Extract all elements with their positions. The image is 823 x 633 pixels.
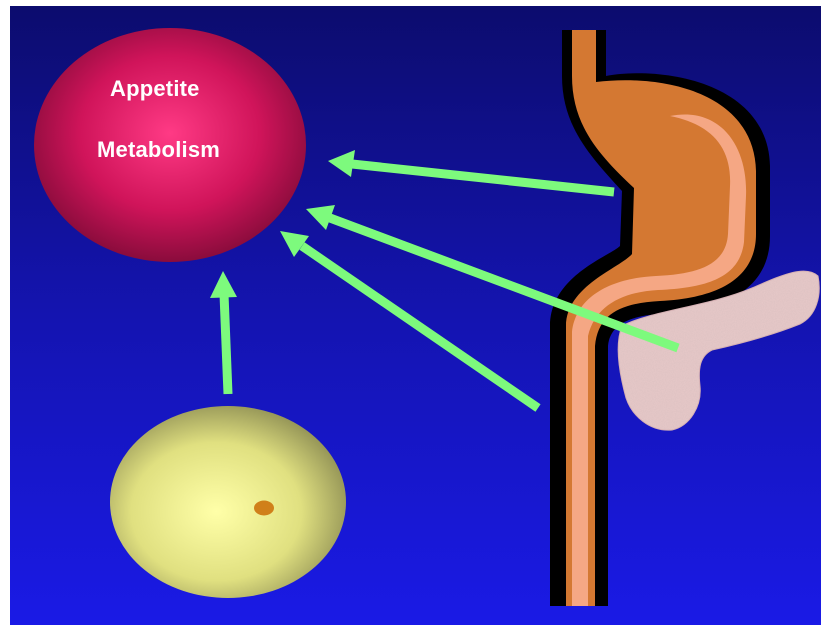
slide-canvas: Appetite Metabolism <box>10 6 821 625</box>
fat-cell <box>110 406 346 598</box>
fat-cell-nucleus <box>254 501 274 516</box>
brain-label-appetite: Appetite <box>110 76 200 102</box>
brain-label-metabolism: Metabolism <box>97 137 220 163</box>
fat-cell-icon <box>110 406 346 598</box>
